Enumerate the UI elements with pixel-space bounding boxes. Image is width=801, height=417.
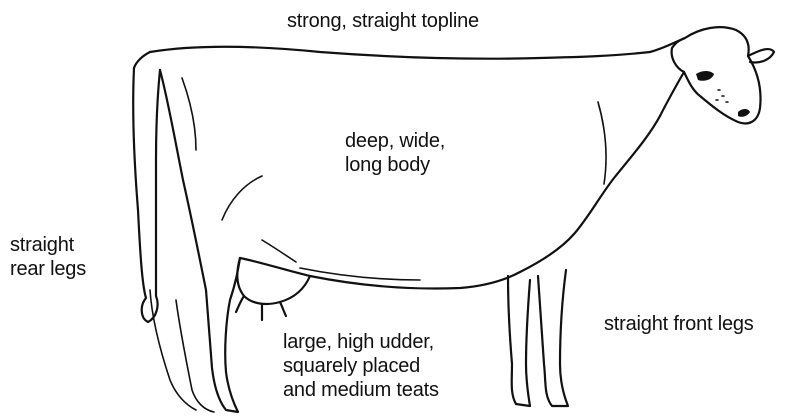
label-topline: strong, straight topline [287, 9, 479, 33]
cow-teat-3 [280, 302, 286, 316]
cow-shoulder-line [598, 102, 606, 184]
cow-front-leg-front [538, 270, 568, 406]
cow-teat-1 [236, 296, 244, 312]
label-body: deep, wide, long body [345, 129, 445, 177]
cow-topline [150, 38, 685, 59]
cow-neck [660, 72, 684, 116]
cow-muzzle-dots [716, 90, 728, 102]
cow-front-leg-rear [508, 276, 530, 406]
cow-nostril [738, 109, 750, 117]
cow-eye [696, 71, 714, 81]
label-front-legs: straight front legs [604, 312, 754, 336]
cow-thigh-line [222, 176, 262, 220]
cow-head [672, 27, 761, 123]
cow-udder-line [262, 240, 296, 262]
cow-udder [237, 258, 310, 304]
label-udder: large, high udder, squarely placed and m… [283, 330, 439, 402]
cow-flank-line [182, 78, 196, 150]
label-rear-legs: straight rear legs [10, 233, 86, 281]
cow-belly [240, 258, 520, 289]
cow-rear-leg [160, 70, 240, 412]
cow-brisket [520, 116, 660, 272]
cow-tail [133, 68, 160, 322]
cow-rump [134, 52, 150, 68]
cow-ear [748, 49, 774, 62]
